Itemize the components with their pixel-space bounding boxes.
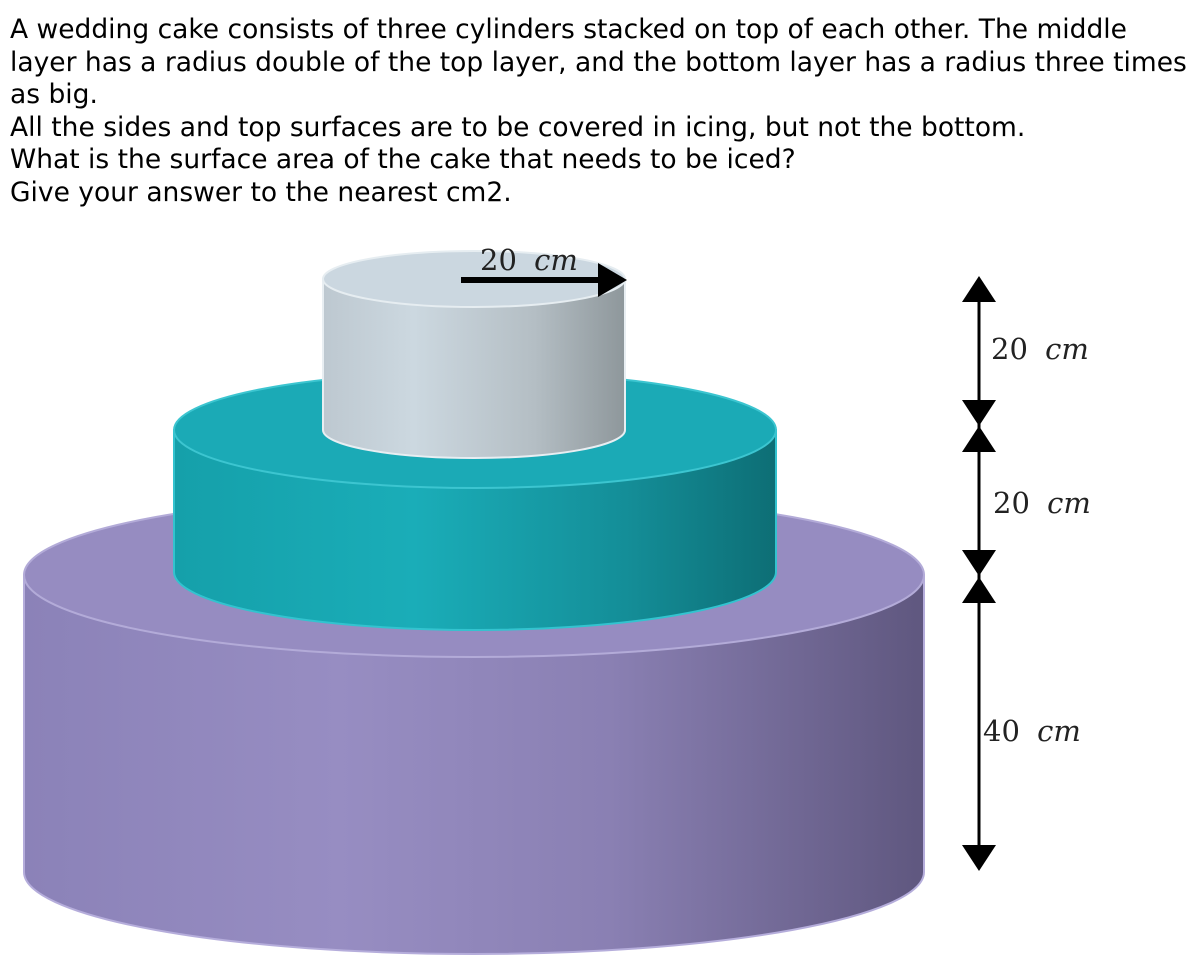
- question-text: A wedding cake consists of three cylinde…: [10, 14, 1190, 209]
- question-line-2: All the sides and top surfaces are to be…: [10, 111, 1026, 143]
- bottom-height-unit: cm: [1037, 714, 1081, 748]
- middle-height-label: 20 cm: [993, 486, 1091, 520]
- top-height-label: 20 cm: [991, 332, 1089, 366]
- bottom-height-value: 40: [983, 714, 1020, 748]
- question-line-3: What is the surface area of the cake tha…: [10, 144, 796, 175]
- middle-height-value: 20: [993, 486, 1030, 520]
- question-line-4: Give your answer to the nearest cm2.: [10, 176, 512, 208]
- middle-height-unit: cm: [1047, 486, 1091, 520]
- bottom-height-label: 40 cm: [983, 714, 1081, 748]
- height-dimension-lines: [962, 276, 996, 871]
- radius-label: 20 cm: [480, 243, 578, 277]
- top-height-value: 20: [991, 332, 1028, 366]
- question-line-1: A wedding cake consists of three cylinde…: [10, 14, 1187, 110]
- radius-arrow: [461, 263, 627, 297]
- radius-value: 20: [480, 243, 517, 277]
- radius-unit: cm: [534, 243, 578, 277]
- top-height-unit: cm: [1045, 332, 1089, 366]
